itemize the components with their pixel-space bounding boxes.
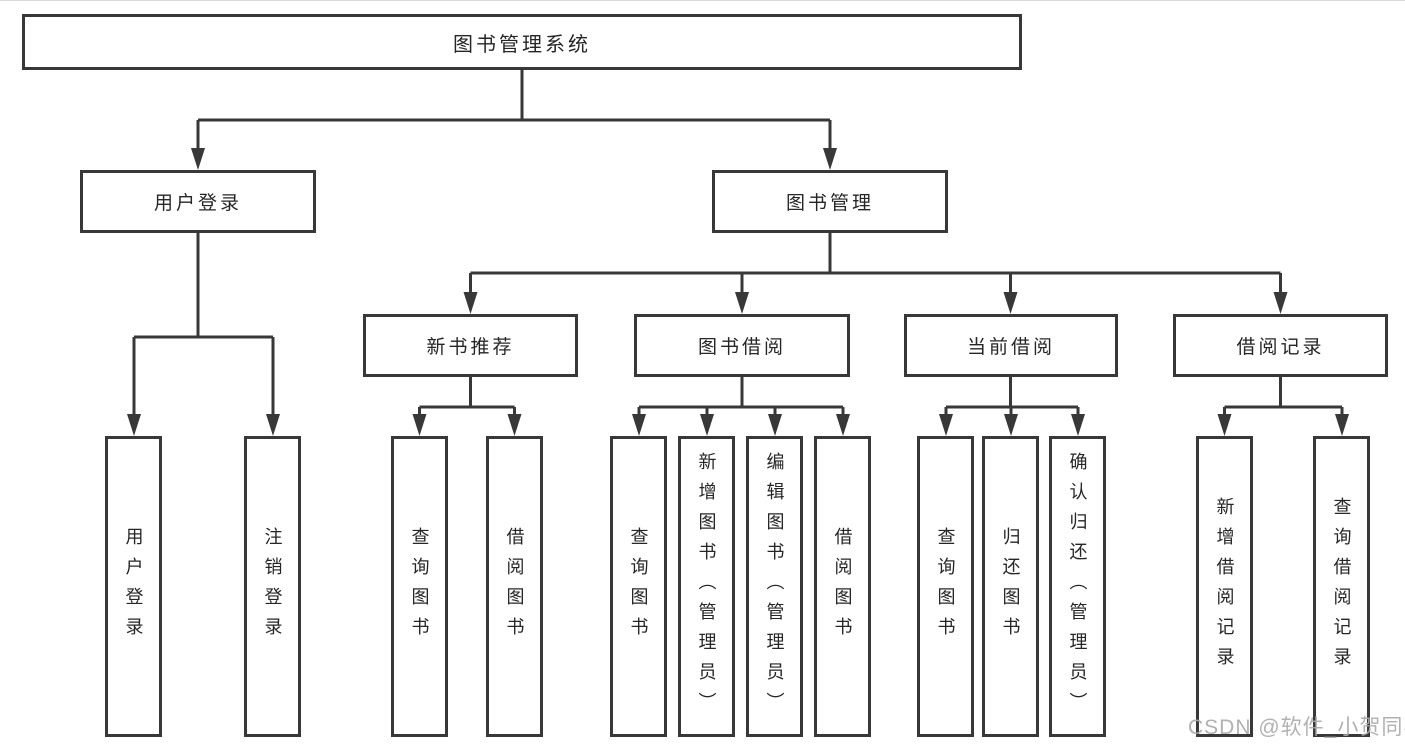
- node-leaf-cb-return-book: 归还图书: [982, 436, 1039, 737]
- node-label: 用户登录: [123, 526, 144, 647]
- node-label: 查询图书: [628, 526, 649, 647]
- node-leaf-br-add-record: 新增借阅记录: [1196, 436, 1253, 737]
- node-label: 图书管理系统: [453, 33, 591, 56]
- connector-book-borrow-children: [632, 375, 850, 436]
- node-leaf-nbr-query-book: 查询图书: [391, 436, 448, 737]
- node-label: 查询借阅记录: [1331, 496, 1352, 677]
- node-label: 借阅图书: [504, 526, 525, 647]
- node-label: 归还图书: [1000, 526, 1021, 647]
- node-label: 借阅图书: [832, 526, 853, 647]
- connector-new-book-rec-children: [412, 375, 522, 436]
- node-label: 图书借阅: [697, 337, 786, 358]
- node-leaf-bb-edit-book-admin: 编辑图书（管理员）: [746, 436, 803, 737]
- node-book-borrowing: 图书借阅: [634, 314, 850, 377]
- node-label: 编辑图书（管理员）: [764, 451, 785, 722]
- node-user-login: 用户登录: [80, 170, 316, 233]
- node-label: 查询图书: [935, 526, 956, 647]
- connector-borrow-records-children: [1217, 375, 1349, 436]
- node-leaf-user-login: 用户登录: [105, 436, 162, 737]
- node-borrow-records: 借阅记录: [1173, 314, 1388, 377]
- node-label: 新增借阅记录: [1214, 496, 1235, 677]
- top-border-line: [0, 0, 1405, 1]
- node-label: 新书推荐: [426, 337, 515, 358]
- node-root-library-system: 图书管理系统: [22, 14, 1022, 70]
- node-leaf-nbr-borrow-book: 借阅图书: [486, 436, 543, 737]
- node-leaf-logout: 注销登录: [244, 436, 301, 737]
- connector-user-login-children: [127, 231, 280, 436]
- node-leaf-bb-borrow-book: 借阅图书: [814, 436, 871, 737]
- node-leaf-cb-confirm-return-admin: 确认归还（管理员）: [1049, 436, 1106, 737]
- node-book-management: 图书管理: [712, 170, 948, 233]
- node-leaf-bb-query-book: 查询图书: [610, 436, 667, 737]
- csdn-watermark: CSDN @软件_小贺同学: [1188, 716, 1405, 739]
- node-label: 用户登录: [153, 193, 242, 214]
- node-label: 图书管理: [785, 193, 874, 214]
- node-label: 新增图书（管理员）: [696, 451, 717, 722]
- node-label: 当前借阅: [966, 337, 1055, 358]
- connector-current-borrow-children: [939, 375, 1085, 436]
- node-leaf-br-query-record: 查询借阅记录: [1313, 436, 1370, 737]
- node-label: 查询图书: [409, 526, 430, 647]
- node-label: 确认归还（管理员）: [1067, 451, 1088, 722]
- node-new-book-recommend: 新书推荐: [363, 314, 578, 377]
- node-label: 借阅记录: [1236, 337, 1325, 358]
- node-label: 注销登录: [262, 526, 283, 647]
- node-leaf-bb-add-book-admin: 新增图书（管理员）: [678, 436, 735, 737]
- node-current-borrowing: 当前借阅: [904, 314, 1118, 377]
- connector-root-to-level2: [191, 68, 837, 170]
- node-leaf-cb-query-book: 查询图书: [917, 436, 974, 737]
- connector-book-mgmt-children: [463, 231, 1288, 314]
